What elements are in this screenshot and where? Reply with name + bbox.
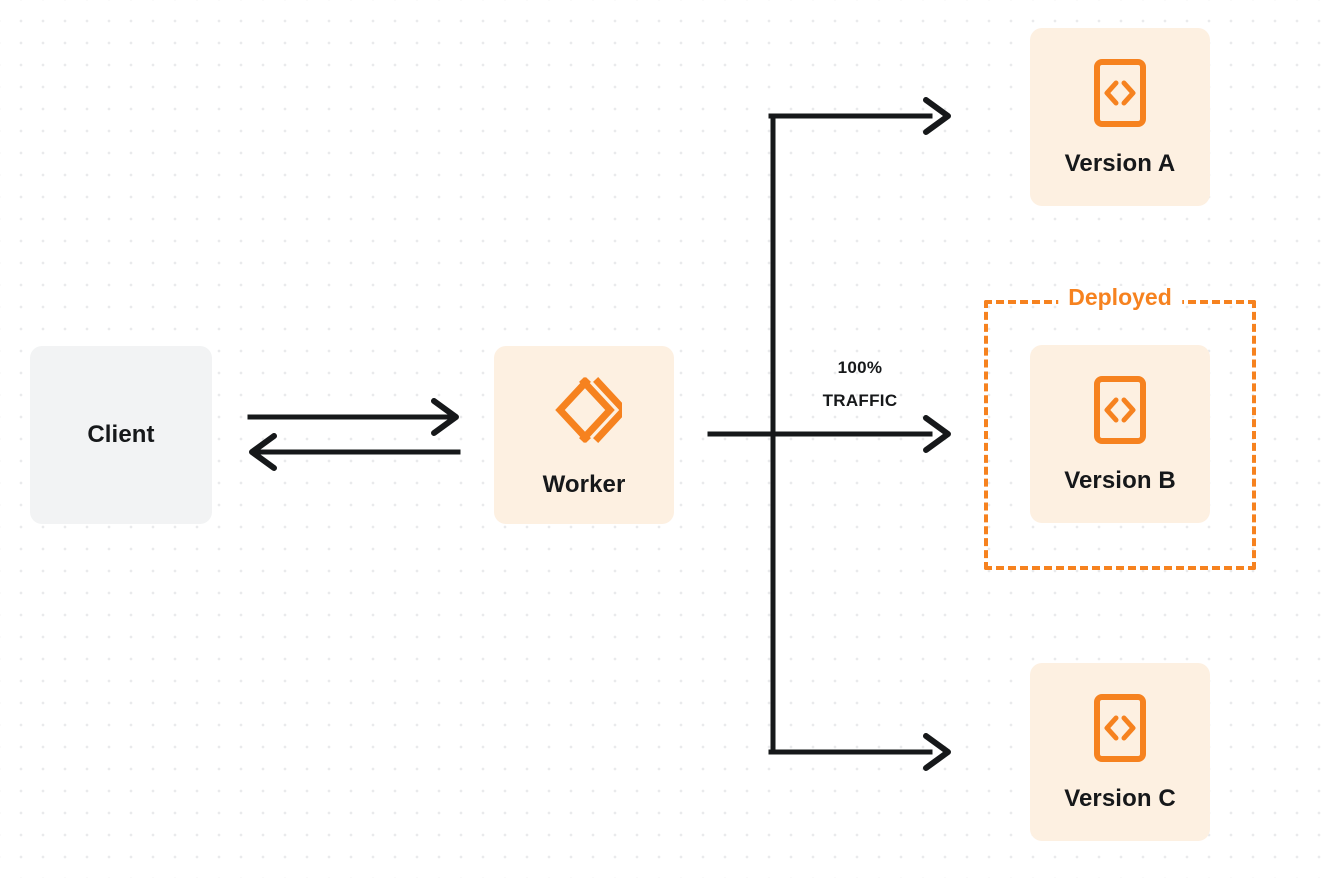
connector-worker-to-version-b <box>923 415 951 453</box>
client-node[interactable]: Client <box>30 346 212 524</box>
worker-node[interactable]: Worker <box>494 346 674 524</box>
connector-worker-to-version-a <box>768 97 951 135</box>
client-label: Client <box>87 421 155 448</box>
traffic-annotation: 100% TRAFFIC <box>797 351 923 417</box>
cloudflare-workers-logo-icon <box>546 372 629 453</box>
deployed-group-label: Deployed <box>1058 286 1182 309</box>
traffic-percent: 100% <box>837 358 883 377</box>
traffic-caption: TRAFFIC <box>822 391 898 411</box>
connector-worker-to-client <box>249 433 461 471</box>
connector-worker-trunk <box>707 113 933 755</box>
version-b-label: Version B <box>1064 466 1176 494</box>
connector-worker-to-version-c <box>768 733 951 771</box>
code-file-icon <box>1089 57 1151 136</box>
connector-client-to-worker <box>247 398 459 436</box>
worker-label: Worker <box>542 470 626 498</box>
version-a-label: Version A <box>1064 149 1176 177</box>
version-c-node[interactable]: Version C <box>1030 663 1210 841</box>
code-file-icon <box>1089 374 1151 453</box>
version-b-node[interactable]: Version B <box>1030 345 1210 523</box>
version-c-label: Version C <box>1064 784 1176 812</box>
deployed-group-boundary: Deployed <box>984 286 1256 570</box>
version-a-node[interactable]: Version A <box>1030 28 1210 206</box>
code-file-icon <box>1089 692 1151 771</box>
